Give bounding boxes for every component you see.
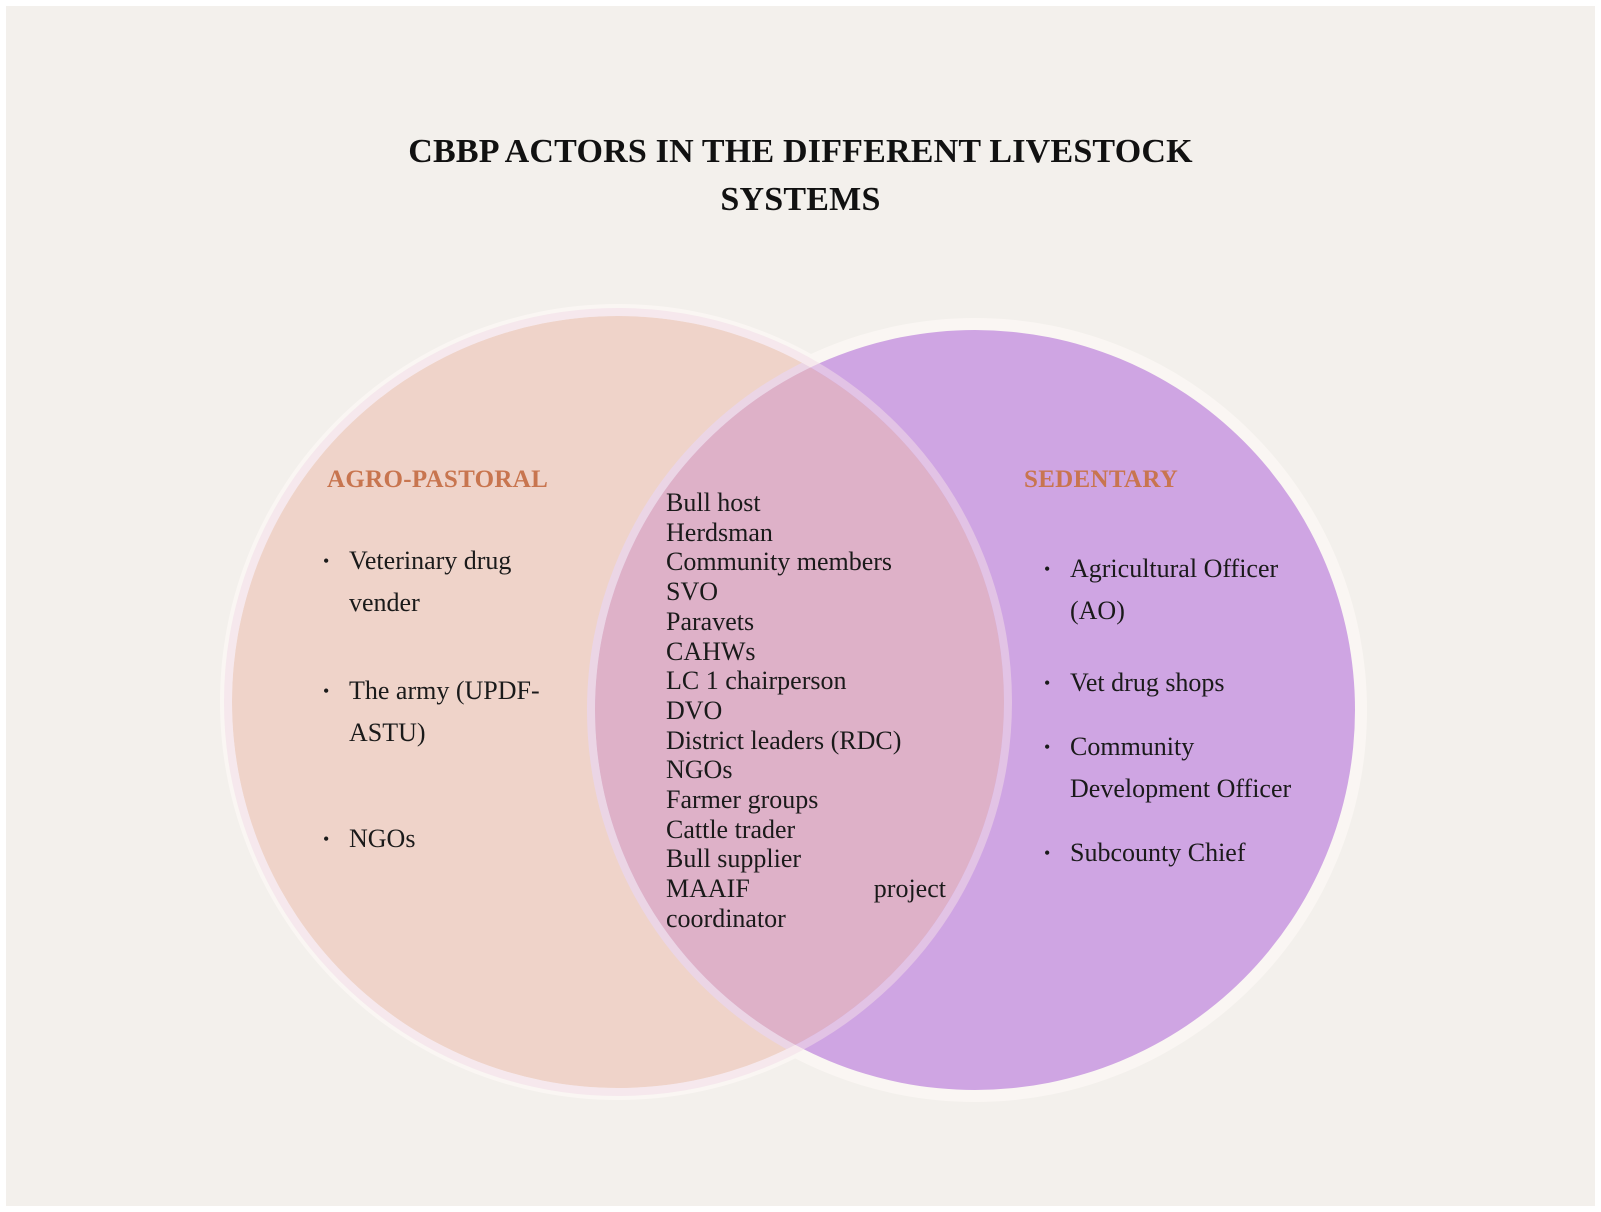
list-item: Community Development Officer: [1044, 726, 1334, 810]
list-item: District leaders (RDC): [666, 725, 902, 755]
agro-pastoral-list: Veterinary drug vender The army (UPDF-AS…: [323, 540, 583, 860]
overlap-region: [595, 330, 1004, 1088]
sedentary-label: SEDENTARY: [1024, 466, 1179, 493]
diagram-title: CBBP ACTORS IN THE DIFFERENT LIVESTOCK S…: [0, 128, 1601, 224]
list-item: The army (UPDF-ASTU): [323, 670, 583, 754]
title-line-1: CBBP ACTORS IN THE DIFFERENT LIVESTOCK: [408, 133, 1193, 170]
list-item: Subcounty Chief: [1044, 832, 1334, 874]
list-item: DVO: [666, 695, 723, 725]
list-item: CAHWs: [666, 636, 756, 666]
shared-actors-list: Bull host Herdsman Community members SVO…: [666, 488, 946, 934]
list-item: LC 1 chairperson: [666, 666, 847, 696]
list-item: Farmer groups: [666, 785, 819, 815]
list-item: SVO: [666, 577, 719, 607]
left-circle-edge: [224, 308, 1012, 1096]
list-item: Community members: [666, 547, 893, 577]
agro-pastoral-label: AGRO-PASTORAL: [327, 466, 549, 493]
list-item: Herdsman: [666, 517, 773, 547]
list-item: Veterinary drug vender: [323, 540, 583, 624]
list-item: NGOs: [323, 818, 583, 860]
list-item: Cattle trader: [666, 814, 796, 844]
title-line-2: SYSTEMS: [720, 181, 881, 218]
list-item: MAAIF project coordinator: [666, 874, 946, 933]
list-item: Vet drug shops: [1044, 662, 1334, 704]
list-item: NGOs: [666, 755, 733, 785]
list-item: Bull supplier: [666, 844, 802, 874]
list-item: Bull host: [666, 488, 761, 517]
list-item: Paravets: [666, 606, 755, 636]
sedentary-list: Agricultural Officer (AO) Vet drug shops…: [1044, 548, 1334, 874]
list-item: Agricultural Officer (AO): [1044, 548, 1334, 632]
